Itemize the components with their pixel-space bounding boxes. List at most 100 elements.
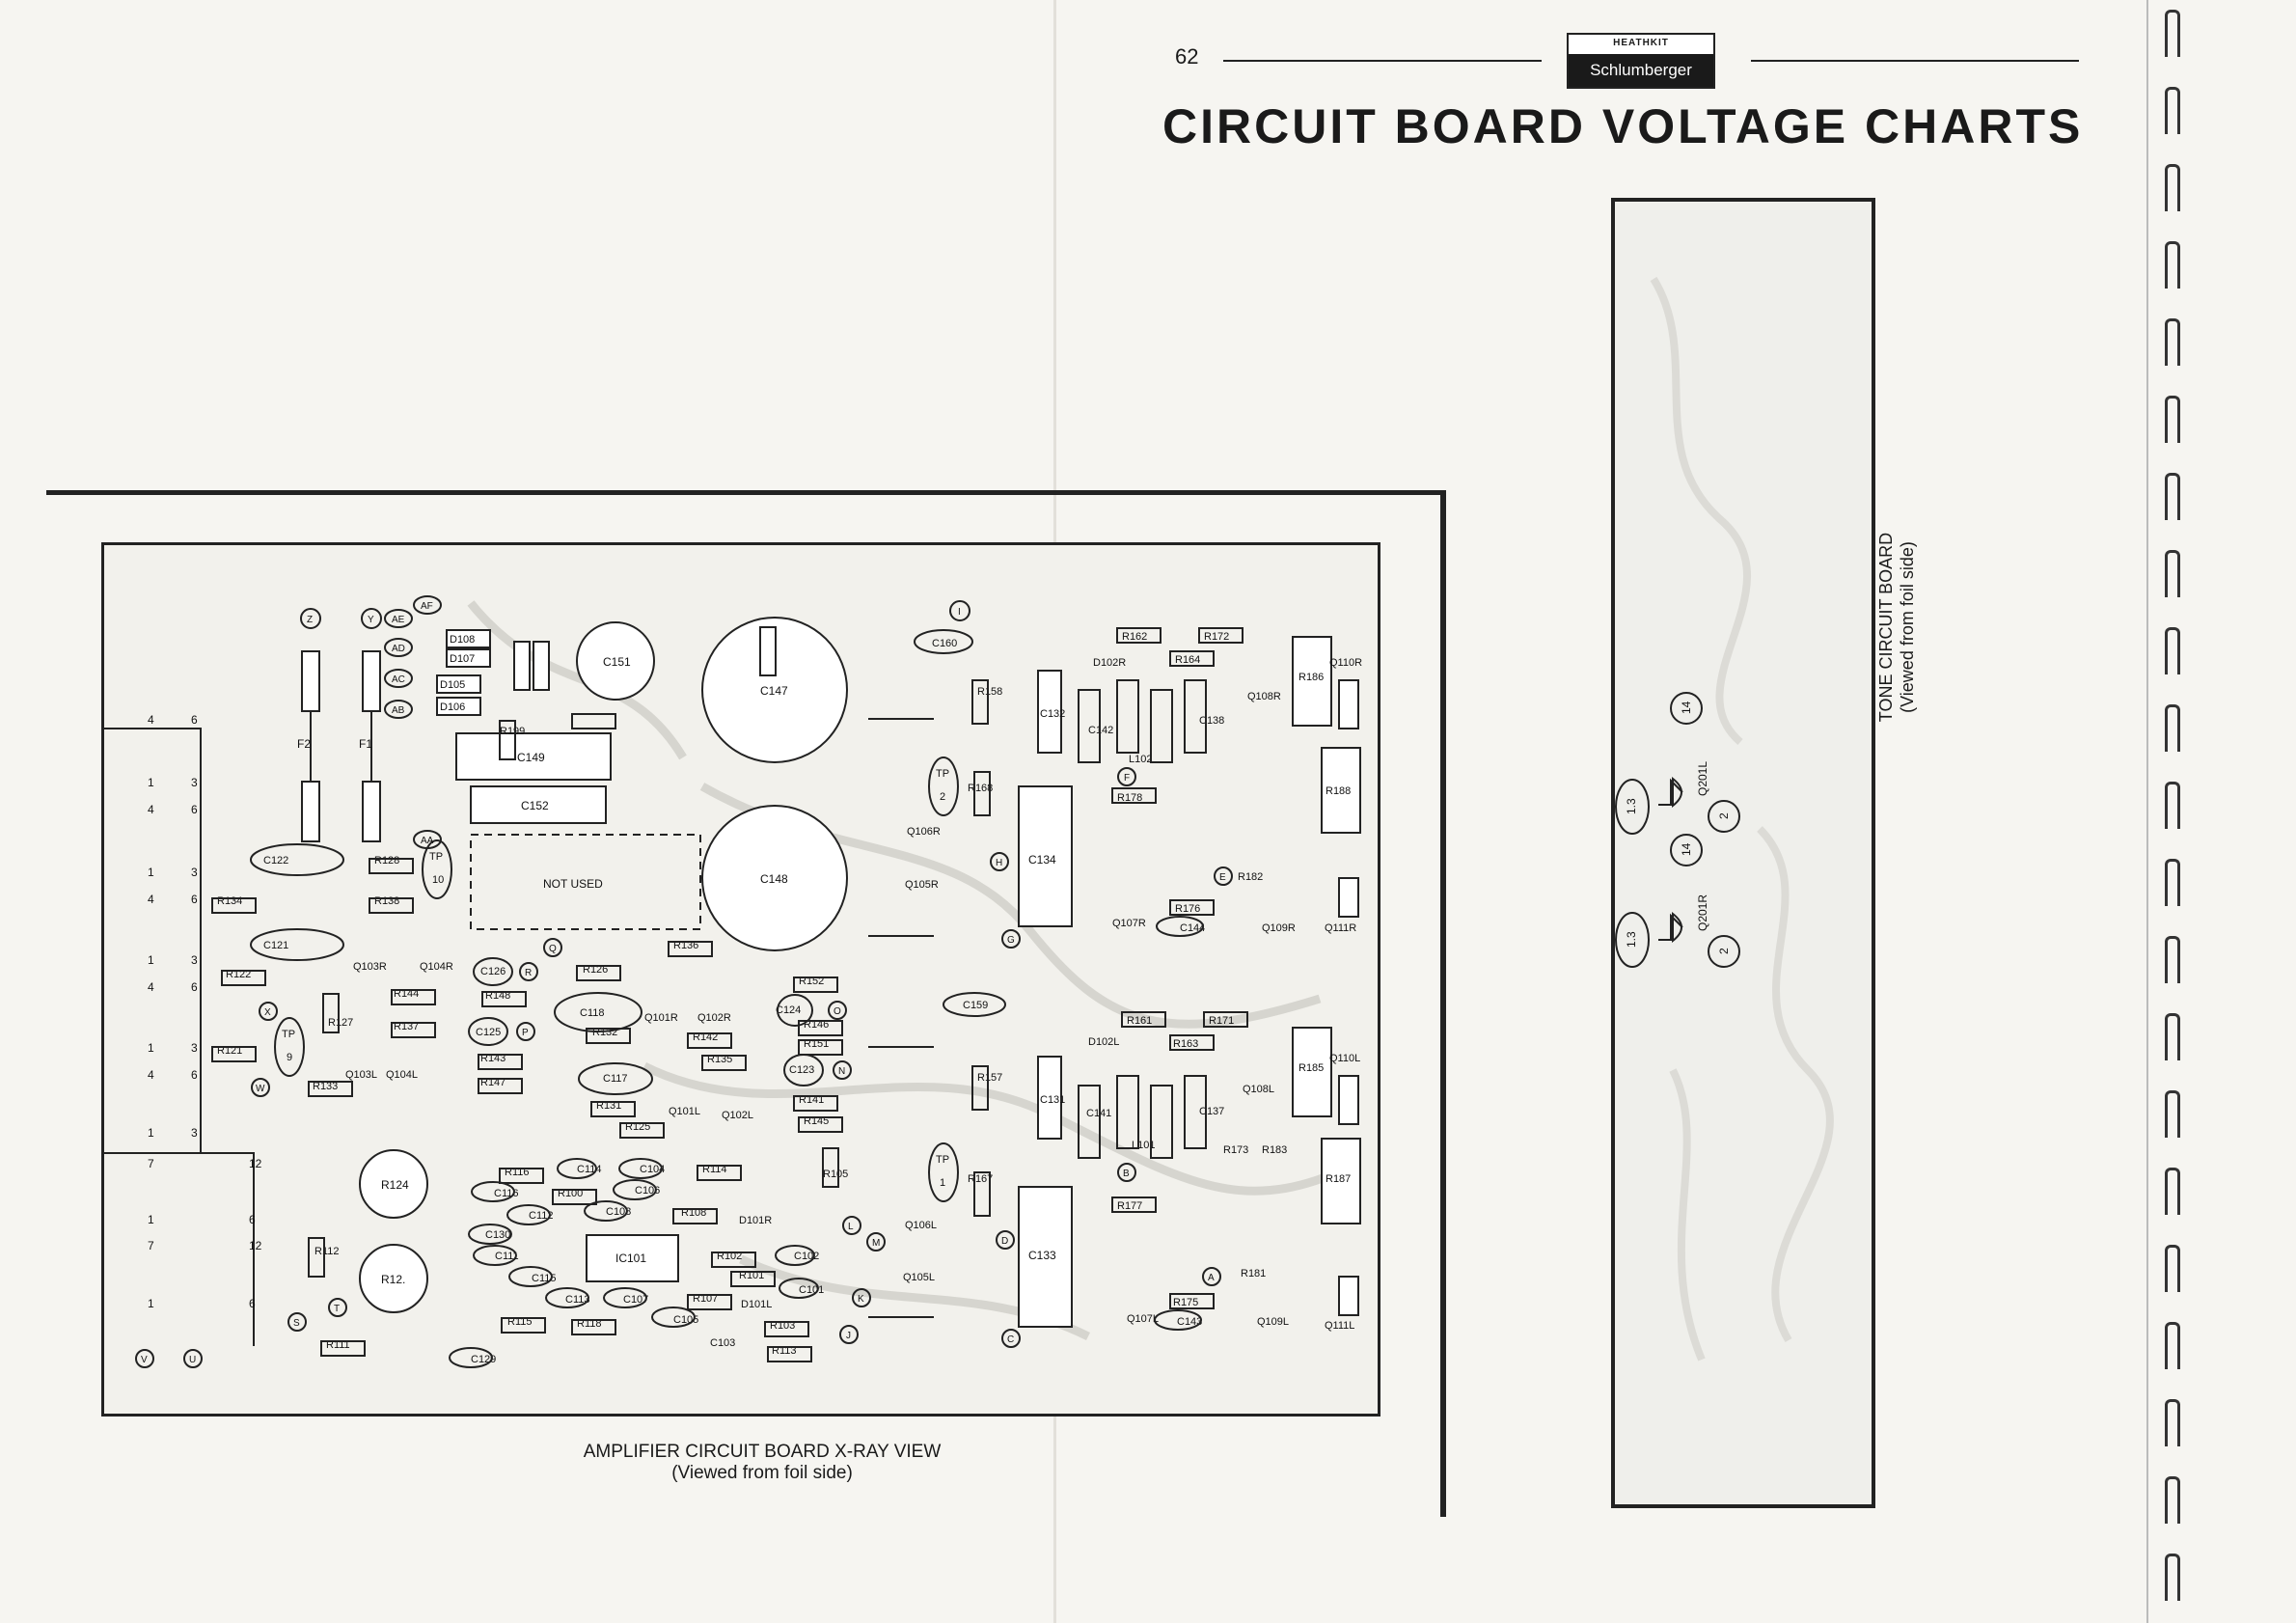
svg-text:F: F [1124,773,1130,784]
binder-ring [2165,10,2180,57]
svg-text:C134: C134 [1028,853,1056,867]
svg-text:Q101L: Q101L [669,1106,700,1117]
svg-text:B: B [1123,1169,1130,1179]
binder-ring [2165,164,2180,211]
connector-strip [104,728,255,1346]
svg-text:C122: C122 [263,855,288,867]
svg-text:C: C [1007,1334,1014,1345]
svg-text:C102: C102 [794,1251,819,1262]
svg-text:R177: R177 [1117,1200,1142,1212]
svg-text:F2: F2 [297,737,311,751]
binder-ring [2165,1090,2180,1138]
svg-text:R175: R175 [1173,1297,1198,1308]
svg-text:L102: L102 [1129,754,1152,765]
svg-text:Q110R: Q110R [1329,657,1362,669]
ic101 [586,1234,679,1282]
svg-text:AD: AD [392,644,405,654]
svg-text:Q: Q [549,944,557,954]
binder-ring [2165,1013,2180,1060]
svg-text:6: 6 [191,893,198,906]
svg-text:12: 12 [249,1239,262,1252]
svg-text:R127: R127 [328,1017,353,1029]
svg-text:D101R: D101R [739,1215,772,1226]
svg-text:D106: D106 [440,701,465,713]
fuses [301,650,381,842]
svg-text:C143: C143 [1177,1316,1202,1328]
svg-text:D101L: D101L [741,1299,772,1310]
svg-text:R163: R163 [1173,1038,1198,1050]
svg-text:X: X [264,1007,271,1018]
svg-text:4: 4 [148,893,154,906]
svg-text:J: J [846,1331,851,1341]
svg-text:R172: R172 [1204,631,1229,643]
svg-text:C113: C113 [565,1294,589,1306]
svg-text:1: 1 [148,866,154,879]
tone-foil-traces [1650,276,1834,1362]
svg-text:C142: C142 [1088,725,1113,736]
svg-text:Q103R: Q103R [353,961,387,973]
svg-text:C133: C133 [1028,1249,1056,1262]
svg-text:R: R [525,968,532,978]
svg-text:R105: R105 [823,1169,848,1180]
svg-text:Q110L: Q110L [1329,1053,1360,1064]
svg-text:Q111R: Q111R [1325,922,1356,934]
test-points [274,756,959,1202]
large-capacitors [359,617,848,1313]
binder-ring [2165,627,2180,674]
svg-text:C123: C123 [789,1064,814,1076]
svg-text:AF: AF [421,601,433,612]
svg-text:Q108L: Q108L [1243,1084,1274,1095]
svg-text:7: 7 [148,1239,154,1252]
amplifier-caption-title: AMPLIFIER CIRCUIT BOARD X-RAY VIEW [583,1442,942,1462]
svg-text:3: 3 [191,1126,198,1140]
svg-text:C132: C132 [1040,708,1065,720]
tone-caption: TONE CIRCUIT BOARD (Viewed from foil sid… [1875,502,1918,753]
tone-q201r-label: Q201R [1696,894,1709,931]
svg-text:R134: R134 [217,895,242,907]
svg-text:Q105L: Q105L [903,1272,935,1283]
tone-q201l-label: Q201L [1696,761,1709,796]
svg-text:4: 4 [148,803,154,816]
section-dividers [868,718,934,1318]
svg-text:R158: R158 [977,686,1002,698]
svg-text:1: 1 [148,776,154,789]
svg-text:C149: C149 [517,751,545,764]
tone-caption-subtitle: (Viewed from foil side) [1898,541,1917,713]
tone-voltage-5: 2 [1717,948,1731,954]
svg-text:9: 9 [287,1052,292,1063]
svg-text:6: 6 [249,1297,256,1310]
svg-text:AC: AC [392,674,405,685]
svg-text:C104: C104 [640,1164,665,1175]
svg-text:D: D [1001,1236,1008,1247]
binder-ring [2165,1322,2180,1369]
svg-text:1: 1 [940,1177,945,1189]
binder-ring [2165,859,2180,906]
svg-text:AA: AA [421,836,434,846]
svg-text:R183: R183 [1262,1144,1287,1156]
svg-text:Q109L: Q109L [1257,1316,1289,1328]
svg-text:1: 1 [148,1126,154,1140]
binder-ring [2165,241,2180,289]
svg-text:R157: R157 [977,1072,1002,1084]
tone-caption-title: TONE CIRCUIT BOARD [1876,532,1896,723]
binder-ring [2165,1476,2180,1524]
binder-ring [2165,1554,2180,1601]
svg-text:C131: C131 [1040,1094,1065,1106]
svg-text:TP: TP [282,1029,295,1040]
svg-text:6: 6 [191,980,198,994]
svg-text:3: 3 [191,953,198,967]
svg-text:R164: R164 [1175,654,1200,666]
oval-capacitors [250,629,1204,1368]
tone-board-svg: 1.3 1.3 14 14 2 2 Q201L Q201R [1615,276,1834,1362]
svg-text:Q111L: Q111L [1325,1320,1354,1332]
svg-text:6: 6 [191,803,198,816]
svg-text:Q102L: Q102L [722,1110,753,1121]
svg-text:10: 10 [432,874,444,886]
svg-text:F1: F1 [359,737,372,751]
svg-text:K: K [858,1294,864,1305]
tone-voltage-0: 14 [1680,701,1693,714]
svg-text:R161: R161 [1127,1015,1152,1027]
svg-text:R178: R178 [1117,792,1142,804]
svg-text:1: 1 [148,1041,154,1055]
svg-text:R188: R188 [1326,785,1351,797]
